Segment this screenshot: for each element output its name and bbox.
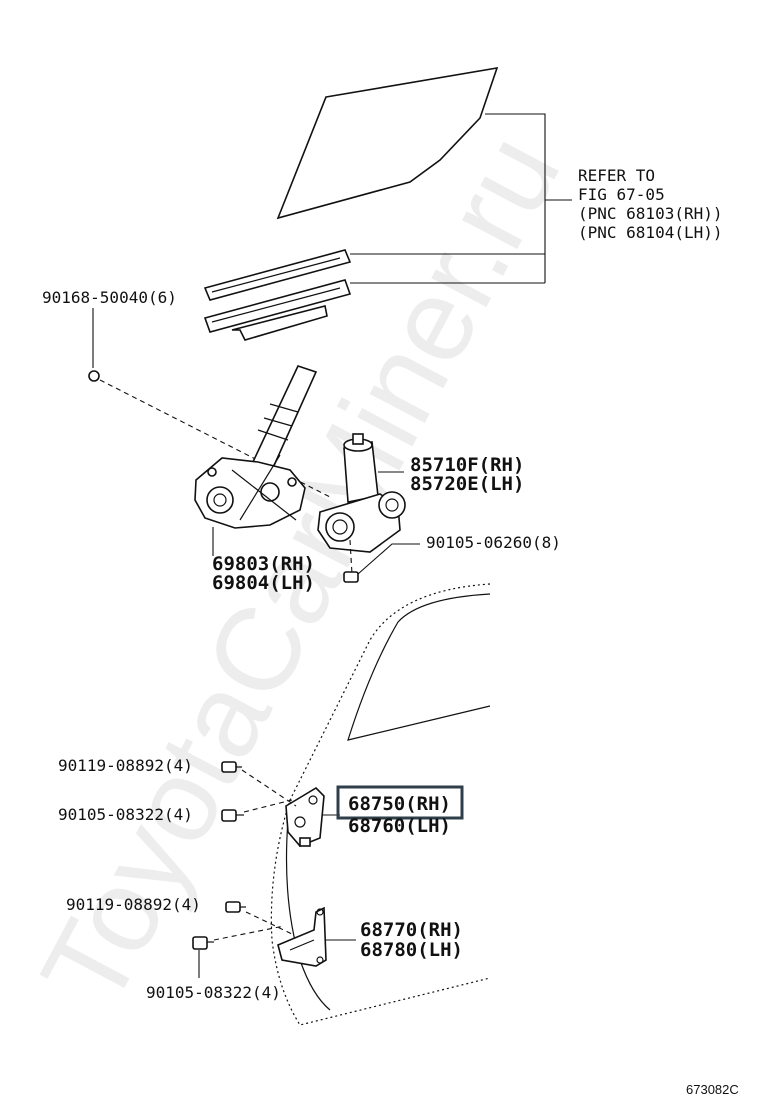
refer-line-1: REFER TO — [578, 166, 655, 185]
callout-lower-bolt-2: 90105-08322(4) — [146, 983, 281, 1002]
callout-upper-bolt-1: 90119-08892(4) — [58, 756, 193, 775]
refer-line-2: FIG 67-05 — [578, 185, 665, 204]
door-glass — [276, 66, 499, 220]
screw-icon — [88, 370, 100, 382]
glass-channel-lower — [203, 279, 352, 341]
highlight-box — [336, 785, 464, 820]
callout-upper-hinge-rh: 68750(RH) — [348, 793, 451, 815]
callout-lower-bolt-1: 90119-08892(4) — [66, 895, 201, 914]
lower-hinge — [277, 906, 327, 967]
bolt-icon — [221, 809, 244, 822]
callout-bolt-motor: 90105-06260(8) — [426, 533, 561, 552]
callout-upper-hinge-lh: 68760(LH) — [348, 815, 451, 837]
refer-line-3: (PNC 68103(RH)) — [578, 204, 723, 223]
refer-line-4: (PNC 68104(LH)) — [578, 223, 723, 242]
callout-motor-lh: 85720E(LH) — [410, 473, 524, 495]
window-regulator — [194, 365, 318, 529]
upper-hinge — [285, 786, 325, 847]
callout-lower-hinge-lh: 68780(LH) — [360, 939, 463, 961]
callout-screw-top: 90168-50040(6) — [42, 288, 177, 307]
bolt-icon — [221, 761, 242, 773]
reference-bracket — [350, 113, 572, 284]
figure-id: 673082C — [686, 1082, 739, 1097]
glass-channel-upper — [203, 249, 352, 301]
regulator-motor — [317, 433, 406, 553]
callout-regulator-lh: 69804(LH) — [212, 572, 315, 594]
callout-motor-rh: 85710F(RH) — [410, 454, 524, 476]
callout-regulator-rh: 69803(RH) — [212, 553, 315, 575]
callout-lower-hinge-rh: 68770(RH) — [360, 919, 463, 941]
bolt-icon — [192, 936, 214, 950]
bolt-icon — [225, 901, 246, 913]
callout-upper-bolt-2: 90105-08322(4) — [58, 805, 193, 824]
bolt-icon — [343, 571, 359, 583]
